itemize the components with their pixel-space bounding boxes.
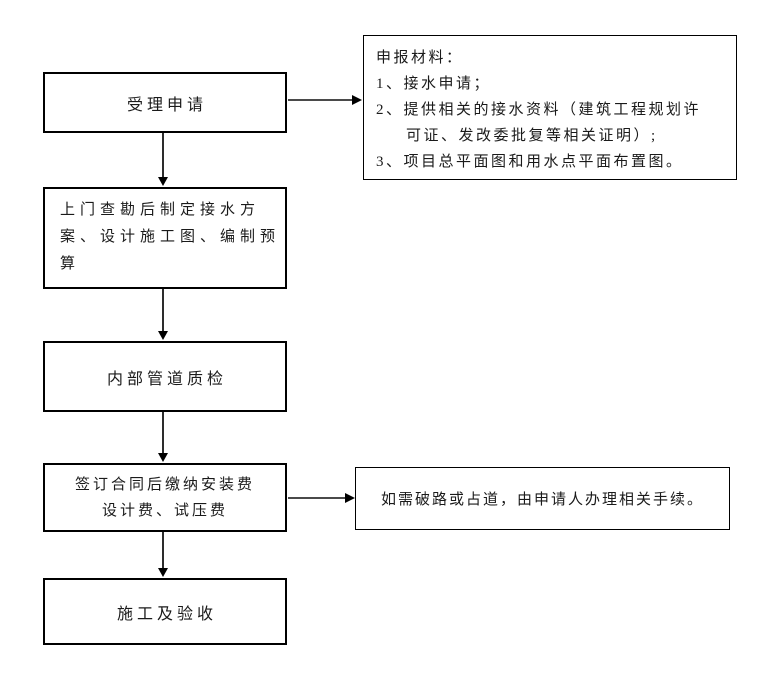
survey-line-2: 案、设计施工图、编制预: [60, 229, 281, 245]
materials-note-item-2: 2、提供相关的接水资料（建筑工程规划许: [376, 102, 702, 118]
survey-line-3: 算: [60, 256, 81, 272]
materials-note-item-2-continued: 可证、发改委批复等相关证明）;: [406, 128, 658, 144]
arrow-contract-to-road-line: [288, 497, 345, 499]
arrow-quality-to-contract-line: [162, 412, 164, 454]
materials-note-title: 申报材料：: [376, 50, 464, 66]
arrow-survey-to-quality-line: [162, 289, 164, 332]
arrow-down-icon: [158, 177, 168, 186]
contract-line-2: 设计费、试压费: [101, 502, 228, 519]
arrow-right-icon: [345, 493, 355, 503]
materials-note-item-1: 1、接水申请；: [376, 76, 492, 92]
contract-line-1: 签订合同后缴纳安装费: [74, 476, 255, 493]
flow-box-contract-fees: 签订合同后缴纳安装费 设计费、试压费: [43, 463, 287, 532]
arrow-down-icon: [158, 331, 168, 340]
arrow-down-icon: [158, 453, 168, 462]
road-note-label: 如需破路或占道，由申请人办理相关手续。: [380, 492, 704, 508]
quality-label: 内部管道质检: [106, 370, 227, 388]
materials-note-item-3: 3、项目总平面图和用水点平面布置图。: [376, 154, 684, 170]
construction-label: 施工及验收: [116, 605, 217, 623]
materials-note-box: 申报材料： 1、接水申请； 2、提供相关的接水资料（建筑工程规划许 可证、发改委…: [363, 35, 737, 180]
survey-line-1: 上门查勘后制定接水方: [60, 202, 261, 218]
arrow-right-icon: [352, 95, 362, 105]
flow-box-construction-acceptance: 施工及验收: [43, 578, 287, 645]
road-permission-note-box: 如需破路或占道，由申请人办理相关手续。: [355, 467, 730, 530]
flow-box-internal-pipe-inspection: 内部管道质检: [43, 341, 287, 412]
flow-box-accept-label: 受理申请: [126, 96, 207, 114]
arrow-accept-to-survey-line: [162, 133, 164, 178]
arrow-contract-to-construction-line: [162, 532, 164, 569]
flow-box-survey-design: 上门查勘后制定接水方 案、设计施工图、编制预 算: [43, 187, 287, 289]
arrow-accept-to-materials-line: [288, 99, 352, 101]
flow-box-accept-application: 受理申请: [43, 72, 287, 133]
arrow-down-icon: [158, 568, 168, 577]
